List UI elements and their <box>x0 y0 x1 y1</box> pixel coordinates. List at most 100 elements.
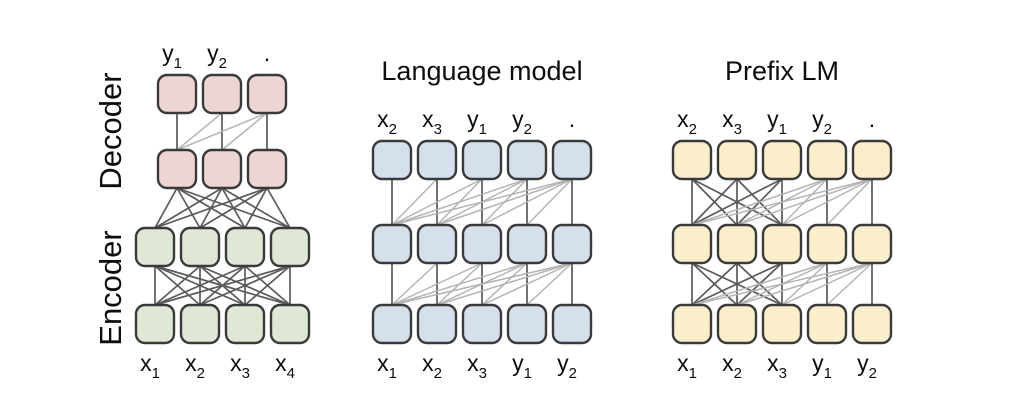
bottom-token-label: x4 <box>275 350 295 382</box>
attention-edge <box>436 262 573 306</box>
panel-title: Language model <box>381 56 582 86</box>
token-node[interactable] <box>716 303 758 345</box>
token-node[interactable] <box>551 303 593 345</box>
attention-edge <box>154 187 178 229</box>
bottom-token-label: y1 <box>812 350 832 382</box>
attention-edge <box>691 262 738 306</box>
attention-edge <box>391 178 528 226</box>
token-node[interactable] <box>224 226 266 268</box>
attention-edge <box>781 178 873 226</box>
token-node[interactable] <box>246 73 288 115</box>
attention-edge <box>199 187 268 229</box>
attention-edge <box>154 187 268 229</box>
token-node[interactable] <box>461 139 503 181</box>
attention-edge <box>436 178 573 226</box>
token-node[interactable] <box>246 148 288 190</box>
bottom-token-label: x2 <box>185 350 205 382</box>
bottom-token-label: y2 <box>557 350 577 382</box>
token-node[interactable] <box>551 139 593 181</box>
token-node[interactable] <box>671 139 713 181</box>
attention-edge <box>176 112 268 151</box>
attention-edge <box>526 178 573 226</box>
token-node[interactable] <box>806 139 848 181</box>
token-node[interactable] <box>506 303 548 345</box>
attention-edge <box>221 112 268 151</box>
bottom-token-label: x2 <box>722 350 742 382</box>
panel-title: Prefix LM <box>725 56 839 86</box>
top-token-label: y1 <box>467 106 487 138</box>
token-node[interactable] <box>716 223 758 265</box>
attention-edge <box>391 262 438 306</box>
bottom-token-label: x3 <box>230 350 250 382</box>
token-node[interactable] <box>806 223 848 265</box>
attention-edge <box>154 265 246 306</box>
top-token-label: x2 <box>677 106 697 138</box>
bottom-token-label: x1 <box>377 350 397 382</box>
token-node[interactable] <box>761 303 803 345</box>
token-node[interactable] <box>806 303 848 345</box>
token-node[interactable] <box>461 223 503 265</box>
token-node[interactable] <box>851 223 893 265</box>
attention-edge <box>481 178 573 226</box>
bottom-token-label: x1 <box>140 350 160 382</box>
token-node[interactable] <box>761 223 803 265</box>
attention-edge <box>391 262 573 306</box>
top-token-label: . <box>569 106 575 132</box>
token-node[interactable] <box>134 226 176 268</box>
token-node[interactable] <box>269 303 311 345</box>
token-node[interactable] <box>156 73 198 115</box>
token-node[interactable] <box>134 303 176 345</box>
attention-edge <box>154 265 201 306</box>
top-token-label: x3 <box>422 106 442 138</box>
token-node[interactable] <box>371 303 413 345</box>
attention-edge <box>176 112 223 151</box>
bottom-token-label: x2 <box>422 350 442 382</box>
token-node[interactable] <box>671 303 713 345</box>
token-node[interactable] <box>371 139 413 181</box>
token-node[interactable] <box>179 303 221 345</box>
token-node[interactable] <box>461 303 503 345</box>
token-node[interactable] <box>416 139 458 181</box>
attention-edge <box>526 262 573 306</box>
token-node[interactable] <box>416 303 458 345</box>
token-node[interactable] <box>201 148 243 190</box>
attention-edge <box>691 178 828 226</box>
bottom-token-label: x3 <box>467 350 487 382</box>
prefix-bottom-row <box>671 303 893 345</box>
prefix-middle-row <box>671 223 893 265</box>
token-node[interactable] <box>201 73 243 115</box>
token-node[interactable] <box>179 226 221 268</box>
attention-edge <box>244 187 268 229</box>
attention-edge <box>266 187 291 229</box>
top-token-label: . <box>869 106 875 132</box>
top-token-label: y2 <box>207 40 227 72</box>
top-token-label: y2 <box>812 106 832 138</box>
attention-edge <box>154 187 223 229</box>
token-node[interactable] <box>156 148 198 190</box>
token-node[interactable] <box>671 223 713 265</box>
token-node[interactable] <box>761 139 803 181</box>
token-node[interactable] <box>506 139 548 181</box>
attention-edge <box>691 262 873 306</box>
top-token-label: y2 <box>512 106 532 138</box>
top-token-label: x2 <box>377 106 397 138</box>
token-node[interactable] <box>851 303 893 345</box>
attention-edge <box>481 262 573 306</box>
token-node[interactable] <box>269 226 311 268</box>
token-node[interactable] <box>371 223 413 265</box>
attention-edge <box>391 178 573 226</box>
attention-edge <box>391 262 528 306</box>
token-node[interactable] <box>224 303 266 345</box>
attention-edge <box>691 262 828 306</box>
token-node[interactable] <box>716 139 758 181</box>
token-node[interactable] <box>506 223 548 265</box>
bottom-token-label: y1 <box>512 350 532 382</box>
token-node[interactable] <box>551 223 593 265</box>
lm-middle-row <box>371 223 593 265</box>
decoder-label: Decoder <box>93 72 128 189</box>
attention-edge <box>244 265 291 306</box>
token-node[interactable] <box>416 223 458 265</box>
token-node[interactable] <box>851 139 893 181</box>
top-token-label: y1 <box>162 40 182 72</box>
